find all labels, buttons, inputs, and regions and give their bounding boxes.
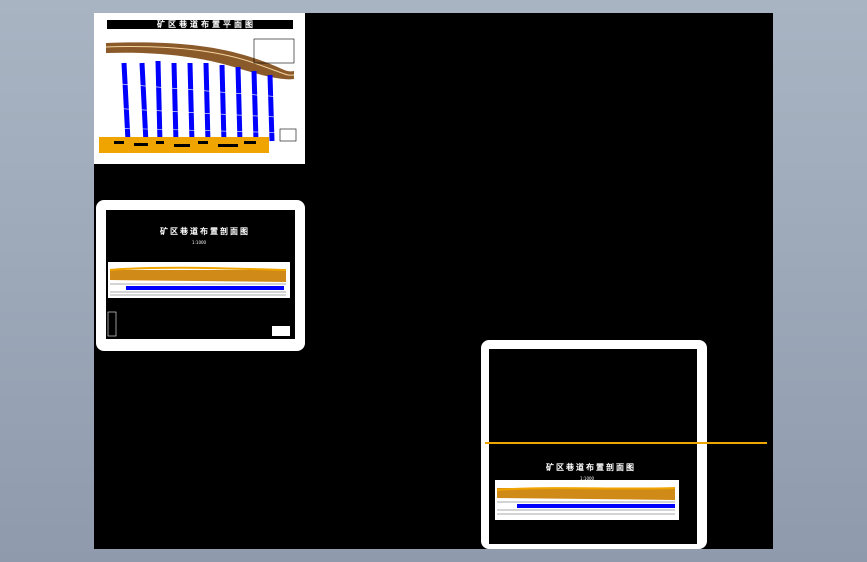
sheet-plan[interactable]: 矿区巷道布置平面图 bbox=[94, 13, 305, 164]
highlight-line bbox=[485, 442, 767, 444]
section-1-drawing bbox=[107, 262, 290, 337]
sheet-section-2-scale: 1:1000 bbox=[580, 476, 595, 481]
drawing-canvas[interactable]: 矿区巷道布置平面图 bbox=[94, 13, 773, 549]
plan-drawing bbox=[99, 38, 297, 153]
sheet-section-1[interactable]: 矿区巷道布置剖面图 1:1000 bbox=[96, 200, 305, 351]
sheet-section-1-scale: 1:1000 bbox=[192, 240, 207, 245]
sheet-plan-title-bar: 矿区巷道布置平面图 bbox=[107, 20, 293, 29]
sheet-plan-title: 矿区巷道布置平面图 bbox=[157, 20, 256, 29]
section-2-drawing bbox=[495, 480, 679, 520]
sheet-section-1-title: 矿区巷道布置剖面图 bbox=[160, 227, 250, 236]
sheet-section-2-title: 矿区巷道布置剖面图 bbox=[546, 463, 636, 472]
sheet-section-2[interactable]: 矿区巷道布置剖面图 1:1000 bbox=[481, 340, 707, 549]
